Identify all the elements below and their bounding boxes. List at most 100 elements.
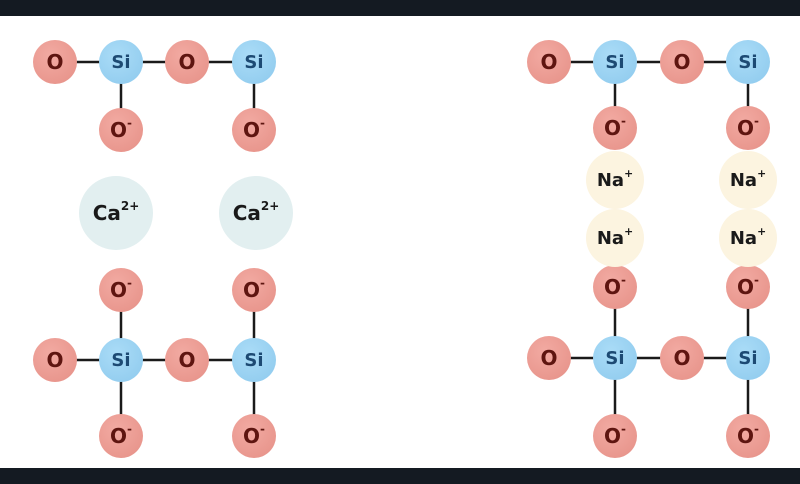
element-symbol: Si bbox=[605, 52, 624, 73]
silicon-circle bbox=[99, 40, 143, 84]
oxide-atom: O- bbox=[726, 106, 770, 150]
oxygen-atom: O bbox=[527, 40, 571, 84]
sodium-circle bbox=[586, 151, 644, 209]
element-symbol: O bbox=[737, 275, 754, 299]
element-symbol: Si bbox=[738, 52, 757, 73]
oxide-circle bbox=[232, 268, 276, 312]
oxide-circle bbox=[726, 106, 770, 150]
oxide-atom: O- bbox=[593, 265, 637, 309]
element-symbol: O bbox=[46, 50, 63, 74]
oxide-label: O- bbox=[604, 422, 626, 448]
element-symbol: O bbox=[243, 278, 260, 302]
oxygen-label: O bbox=[673, 346, 690, 370]
oxygen-atom: O bbox=[33, 40, 77, 84]
silicon-atom: Si bbox=[232, 40, 276, 84]
oxide-circle bbox=[593, 265, 637, 309]
oxide-atom: O- bbox=[593, 106, 637, 150]
element-symbol: O bbox=[604, 275, 621, 299]
silicon-label: Si bbox=[605, 52, 624, 73]
oxygen-circle bbox=[660, 336, 704, 380]
silicon-circle bbox=[593, 336, 637, 380]
oxide-label: O- bbox=[604, 273, 626, 299]
oxide-atom: O- bbox=[99, 414, 143, 458]
oxide-atom: O- bbox=[232, 108, 276, 152]
sodium-circle bbox=[719, 209, 777, 267]
ion-charge: 2+ bbox=[121, 199, 139, 213]
silicon-atom: Si bbox=[99, 40, 143, 84]
ion-charge: - bbox=[127, 276, 132, 290]
element-symbol: Si bbox=[605, 348, 624, 369]
sodium-circle bbox=[586, 209, 644, 267]
element-symbol: Na bbox=[597, 228, 624, 249]
silicon-label: Si bbox=[111, 350, 130, 371]
oxygen-atom: O bbox=[660, 336, 704, 380]
silicon-circle bbox=[99, 338, 143, 382]
sodium-label: Na+ bbox=[597, 225, 633, 249]
ion-charge: - bbox=[754, 114, 759, 128]
silicon-label: Si bbox=[111, 52, 130, 73]
element-symbol: O bbox=[46, 348, 63, 372]
silicon-label: Si bbox=[244, 350, 263, 371]
ion-charge: - bbox=[260, 116, 265, 130]
element-symbol: O bbox=[243, 424, 260, 448]
element-symbol: Si bbox=[244, 52, 263, 73]
oxygen-circle bbox=[165, 40, 209, 84]
oxide-atom: O- bbox=[99, 108, 143, 152]
ion-charge: - bbox=[260, 276, 265, 290]
ion-charge: + bbox=[757, 167, 766, 180]
oxygen-circle bbox=[527, 336, 571, 380]
oxygen-circle bbox=[33, 338, 77, 382]
oxide-circle bbox=[232, 414, 276, 458]
sodium-circle bbox=[719, 151, 777, 209]
ion-charge: - bbox=[127, 422, 132, 436]
oxide-circle bbox=[99, 414, 143, 458]
oxide-label: O- bbox=[737, 273, 759, 299]
oxide-circle bbox=[99, 268, 143, 312]
calcium-label: Ca2+ bbox=[93, 199, 140, 225]
sodium-atom: Na+ bbox=[719, 151, 777, 209]
ion-charge: + bbox=[624, 225, 633, 238]
oxygen-label: O bbox=[178, 50, 195, 74]
oxygen-label: O bbox=[540, 346, 557, 370]
silicon-atom: Si bbox=[99, 338, 143, 382]
sodium-label: Na+ bbox=[730, 167, 766, 191]
oxygen-circle bbox=[165, 338, 209, 382]
element-symbol: O bbox=[110, 278, 127, 302]
silicon-circle bbox=[726, 336, 770, 380]
element-symbol: Si bbox=[738, 348, 757, 369]
oxygen-circle bbox=[660, 40, 704, 84]
element-symbol: O bbox=[604, 424, 621, 448]
element-symbol: O bbox=[737, 116, 754, 140]
element-symbol: O bbox=[110, 424, 127, 448]
oxide-atom: O- bbox=[232, 414, 276, 458]
oxygen-atom: O bbox=[33, 338, 77, 382]
element-symbol: Ca bbox=[233, 201, 261, 225]
calcium-circle bbox=[79, 176, 153, 250]
element-symbol: O bbox=[110, 118, 127, 142]
silicon-atom: Si bbox=[593, 40, 637, 84]
silicon-atom: Si bbox=[726, 40, 770, 84]
oxide-atom: O- bbox=[232, 268, 276, 312]
oxide-label: O- bbox=[737, 114, 759, 140]
silicon-circle bbox=[593, 40, 637, 84]
ion-charge: + bbox=[757, 225, 766, 238]
oxide-label: O- bbox=[243, 422, 265, 448]
oxide-atom: O- bbox=[726, 414, 770, 458]
element-symbol: O bbox=[604, 116, 621, 140]
oxide-label: O- bbox=[243, 116, 265, 142]
calcium-atom: Ca2+ bbox=[219, 176, 293, 250]
ion-charge: + bbox=[624, 167, 633, 180]
top-frame-bar bbox=[0, 0, 800, 16]
ion-charge: 2+ bbox=[261, 199, 279, 213]
silicon-circle bbox=[232, 40, 276, 84]
silicon-atom: Si bbox=[726, 336, 770, 380]
oxygen-label: O bbox=[673, 50, 690, 74]
element-symbol: Ca bbox=[93, 201, 121, 225]
oxygen-atom: O bbox=[527, 336, 571, 380]
oxide-circle bbox=[726, 414, 770, 458]
silicon-label: Si bbox=[738, 348, 757, 369]
element-symbol: O bbox=[673, 50, 690, 74]
oxide-atom: O- bbox=[99, 268, 143, 312]
silicon-label: Si bbox=[244, 52, 263, 73]
ion-charge: - bbox=[621, 422, 626, 436]
